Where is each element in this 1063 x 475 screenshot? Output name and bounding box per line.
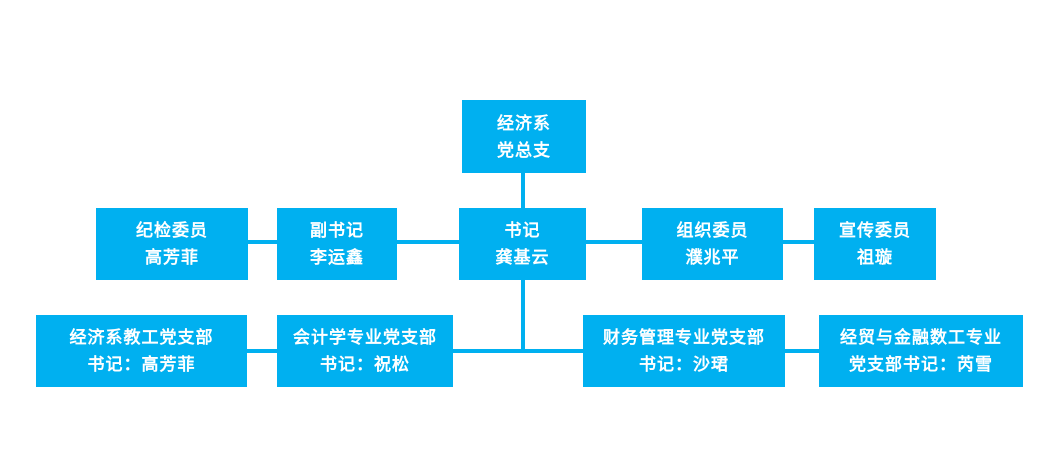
node-line1: 书记 — [504, 221, 541, 240]
org-node-accounting-branch: 会计学专业党支部 书记：祝松 — [277, 315, 453, 387]
node-line2: 党总支 — [497, 140, 551, 160]
org-node-financial-mgmt-branch: 财务管理专业党支部 书记：沙珺 — [583, 315, 785, 387]
node-line2: 祖璇 — [857, 248, 893, 267]
node-line1: 财务管理专业党支部 — [603, 328, 765, 347]
node-line2: 龚基云 — [495, 248, 550, 267]
connector-secretary-organization — [586, 240, 642, 244]
node-line1: 纪检委员 — [136, 221, 208, 240]
org-node-faculty-branch: 经济系教工党支部 书记：高芳菲 — [36, 315, 247, 387]
connector-organization-publicity — [783, 240, 814, 244]
org-node-deputy-secretary: 副书记 李运鑫 — [277, 208, 397, 280]
org-node-publicity-committee: 宣传委员 祖璇 — [814, 208, 936, 280]
connector-deputy-secretary — [397, 240, 459, 244]
org-node-secretary: 书记 龚基云 — [459, 208, 586, 280]
node-line2: 高芳菲 — [145, 248, 199, 267]
node-line1: 副书记 — [310, 221, 364, 240]
node-line2: 书记：高芳菲 — [87, 355, 196, 374]
org-node-party-general-branch: 经济系 党总支 — [462, 100, 586, 173]
node-line1: 会计学专业党支部 — [293, 328, 437, 347]
connector-faculty-accounting — [247, 349, 277, 353]
org-node-econtrade-finance-branch: 经贸与金融数工专业 党支部书记：芮雪 — [819, 315, 1023, 387]
connector-root-secretary — [521, 173, 525, 210]
connector-discipline-deputy — [248, 240, 277, 244]
org-node-discipline-committee: 纪检委员 高芳菲 — [96, 208, 248, 280]
node-line2: 党支部书记：芮雪 — [849, 355, 993, 374]
node-line1: 宣传委员 — [839, 221, 911, 240]
org-node-organization-committee: 组织委员 濮兆平 — [642, 208, 783, 280]
connector-secretary-branches — [521, 280, 525, 353]
node-line2: 书记：祝松 — [320, 355, 410, 374]
node-line2: 书记：沙珺 — [639, 355, 729, 374]
node-line1: 组织委员 — [676, 221, 749, 240]
connector-accounting-financial — [453, 349, 583, 353]
node-line1: 经济系 — [497, 113, 551, 133]
node-line1: 经济系教工党支部 — [69, 328, 214, 347]
node-line2: 濮兆平 — [685, 248, 740, 267]
connector-financial-econtrade — [785, 349, 819, 353]
node-line2: 李运鑫 — [310, 248, 364, 267]
node-line1: 经贸与金融数工专业 — [840, 328, 1002, 347]
